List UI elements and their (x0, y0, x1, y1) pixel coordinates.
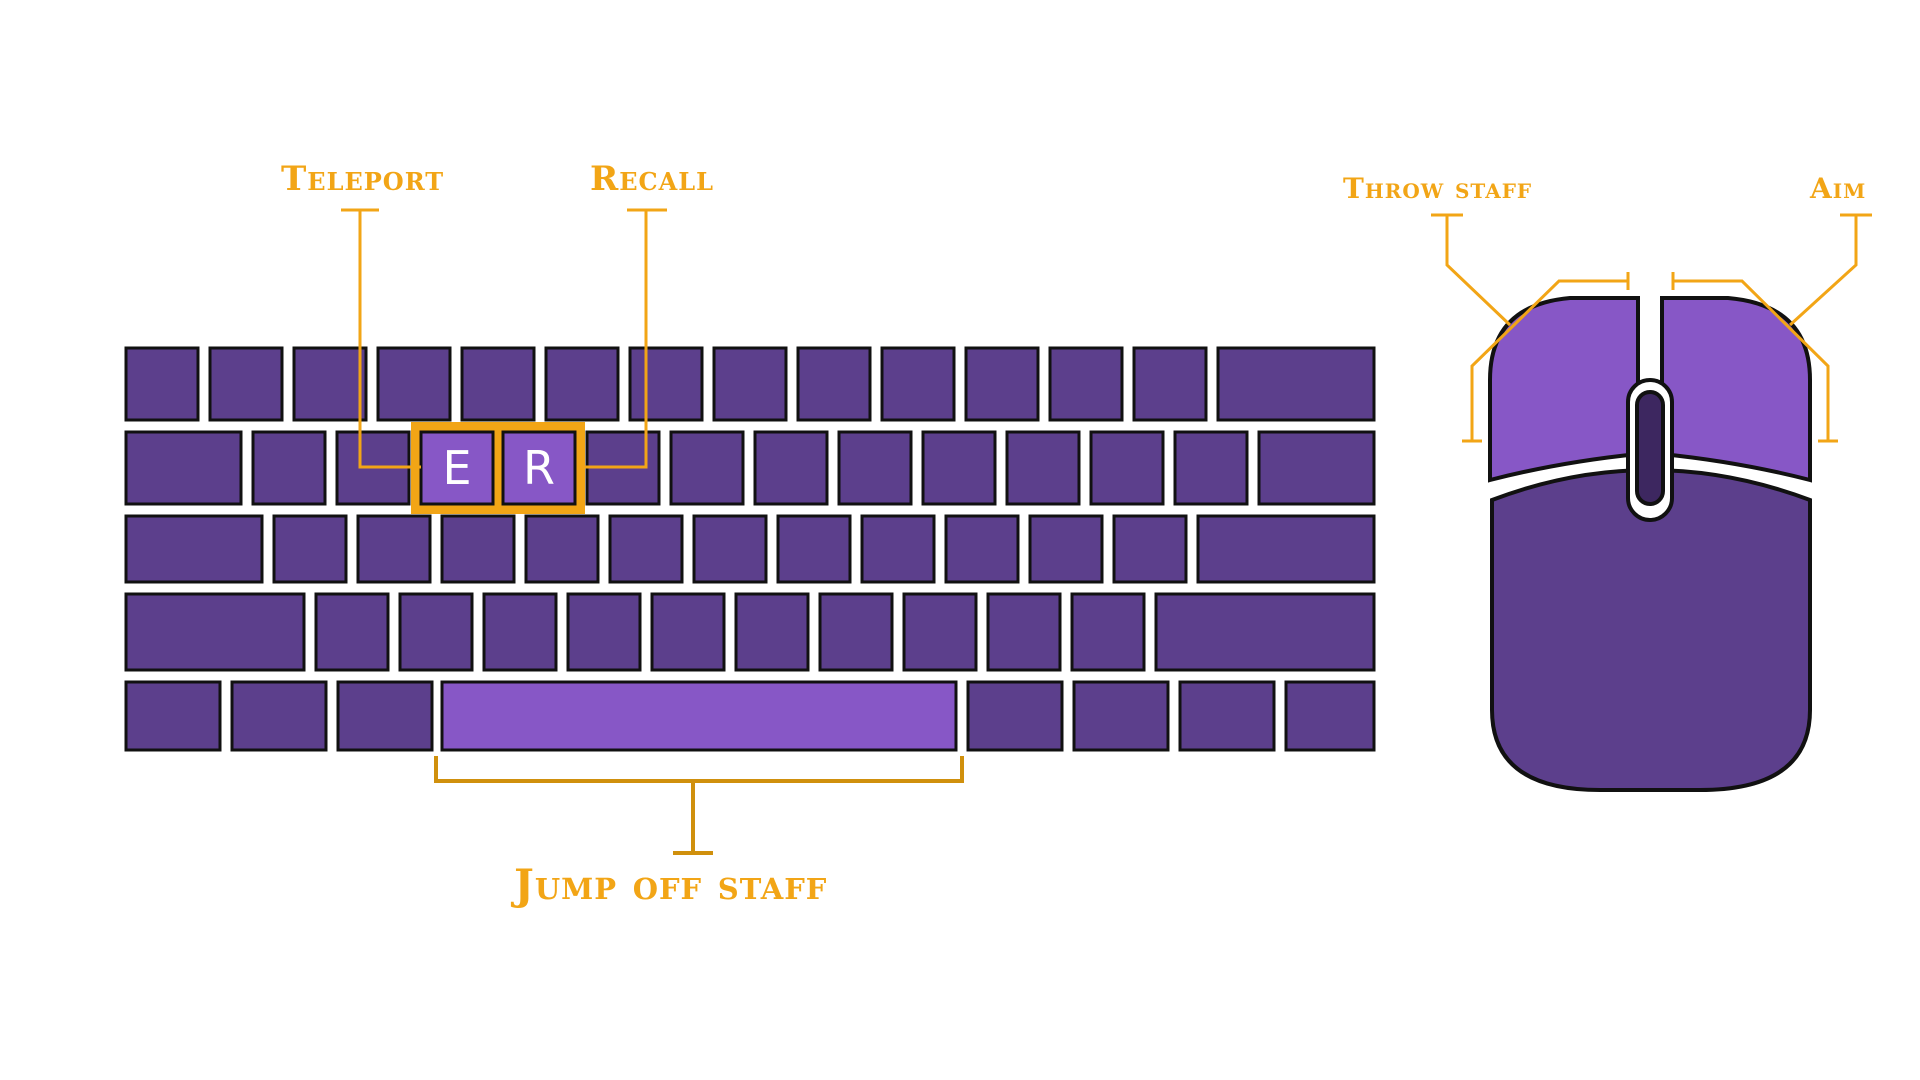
key-r (501, 430, 577, 506)
keyboard-row-2: E R (124, 422, 1376, 514)
key (336, 680, 434, 752)
key (818, 592, 894, 672)
key-tab (124, 430, 243, 506)
key-e (419, 430, 495, 506)
teleport-leader (341, 208, 421, 469)
key (124, 680, 222, 752)
key (566, 592, 642, 672)
key (650, 592, 726, 672)
key (776, 514, 852, 584)
key (1173, 430, 1249, 506)
key (1132, 346, 1208, 422)
key (440, 514, 516, 584)
key-e-letter: E (442, 441, 471, 495)
key-r-letter: R (523, 441, 555, 495)
aim-label: Aim (1810, 172, 1867, 205)
key (1005, 430, 1081, 506)
key-backslash (1257, 430, 1376, 506)
key (1070, 592, 1146, 672)
mouse (1488, 296, 1812, 792)
key (314, 592, 390, 672)
key (524, 514, 600, 584)
key (734, 592, 810, 672)
key (482, 592, 558, 672)
key (796, 346, 872, 422)
key (460, 346, 536, 422)
keyboard-row-1 (124, 346, 1376, 422)
keyboard-callouts (341, 208, 964, 855)
key (628, 346, 704, 422)
aim-leader (1671, 213, 1872, 443)
key (966, 680, 1064, 752)
key (124, 346, 200, 422)
jump-off-staff-label: Jump off staff (514, 860, 828, 909)
key-backspace (1216, 346, 1376, 422)
key (272, 514, 348, 584)
key (251, 430, 327, 506)
key (944, 514, 1020, 584)
keyboard-row-3 (124, 514, 1376, 584)
key (880, 346, 956, 422)
key (292, 346, 368, 422)
jump-bracket (434, 756, 964, 855)
key (208, 346, 284, 422)
key (376, 346, 452, 422)
key (986, 592, 1062, 672)
key (964, 346, 1040, 422)
key-caps (124, 514, 264, 584)
key (1028, 514, 1104, 584)
key (230, 680, 328, 752)
key (1072, 680, 1170, 752)
key-left-shift (124, 592, 306, 672)
key (860, 514, 936, 584)
key (356, 514, 432, 584)
key (1089, 430, 1165, 506)
key (1048, 346, 1124, 422)
keyboard-row-4 (124, 592, 1376, 672)
scroll-wheel (1635, 390, 1665, 506)
key (669, 430, 745, 506)
key (608, 514, 684, 584)
recall-leader (585, 208, 667, 469)
key (544, 346, 620, 422)
teleport-label: Teleport (281, 159, 445, 199)
mouse-callouts (1431, 213, 1872, 443)
recall-label: Recall (590, 159, 715, 199)
key-spacebar (440, 680, 958, 752)
key (712, 346, 788, 422)
key-right-shift (1154, 592, 1376, 672)
key (837, 430, 913, 506)
keyboard: E R (124, 346, 1376, 752)
key (1284, 680, 1376, 752)
key (1178, 680, 1276, 752)
key (398, 592, 474, 672)
key (692, 514, 768, 584)
throw-staff-label: Throw staff (1343, 172, 1533, 205)
key (1112, 514, 1188, 584)
keyboard-row-5 (124, 680, 1376, 752)
key (921, 430, 997, 506)
key (753, 430, 829, 506)
throw-leader (1431, 213, 1630, 443)
key (902, 592, 978, 672)
key-enter (1196, 514, 1376, 584)
